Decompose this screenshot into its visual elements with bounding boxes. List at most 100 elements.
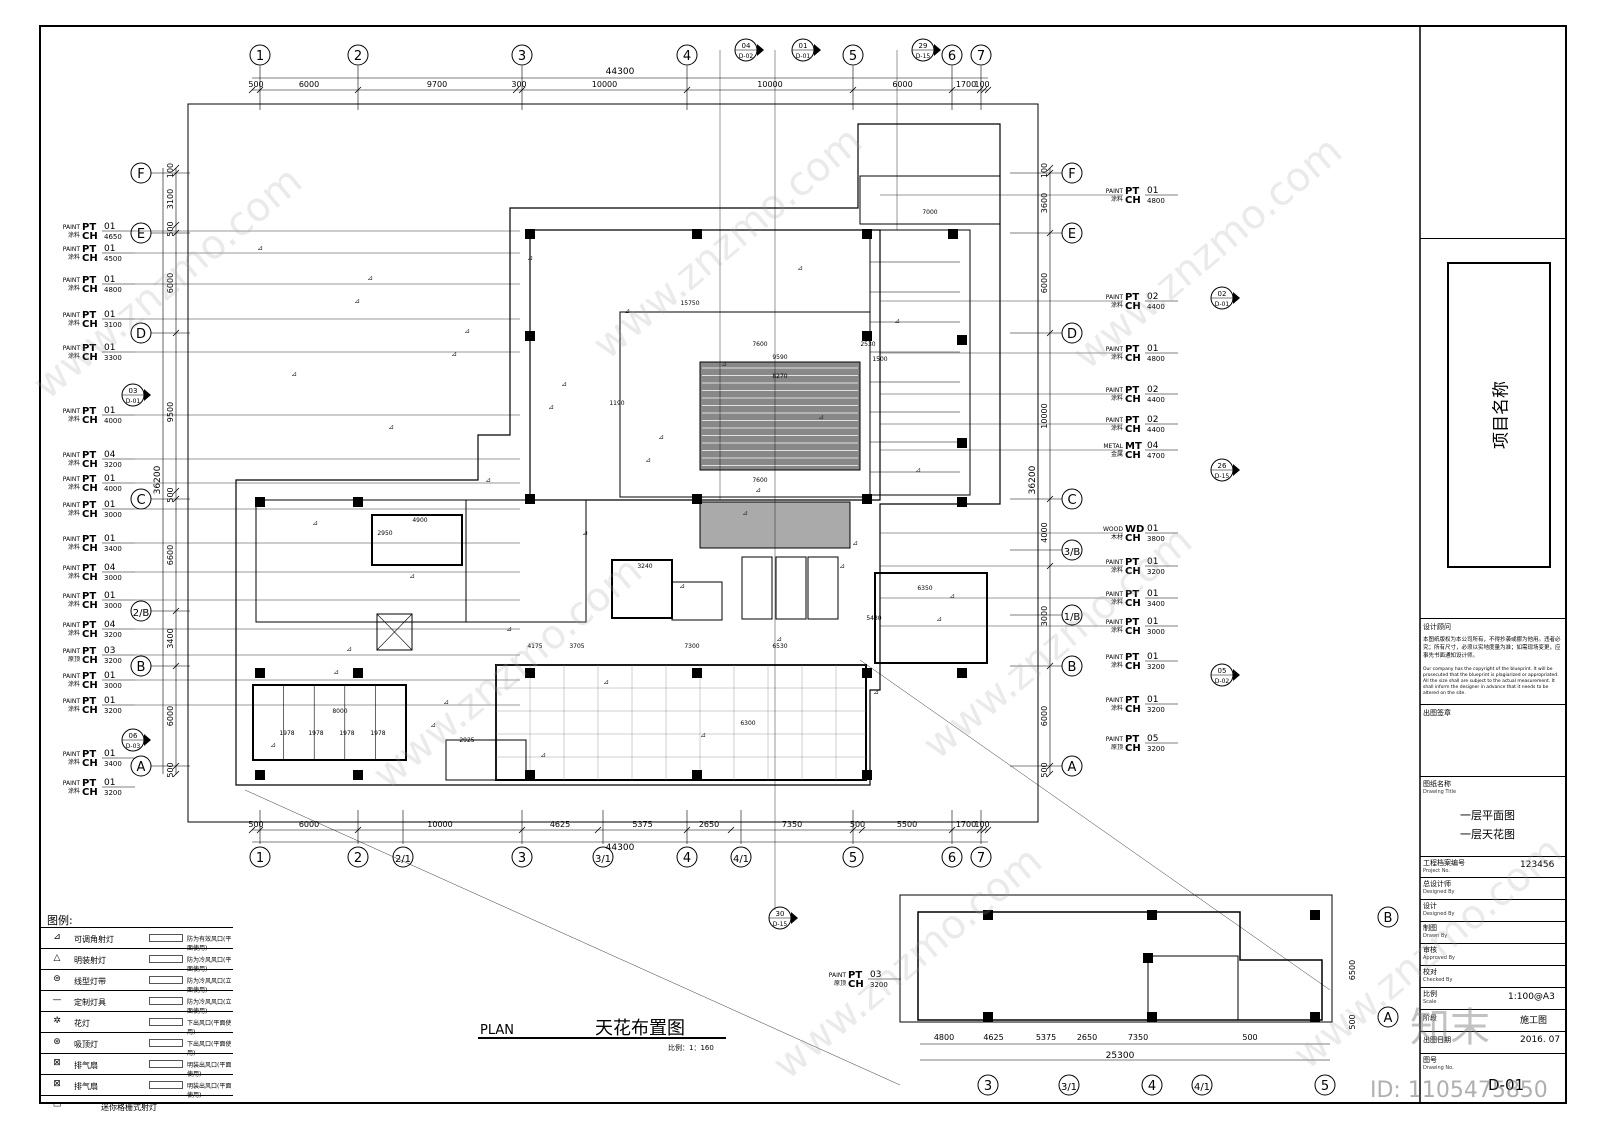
floor-plan: 1575076009590253015008270760049002950324… — [187, 103, 1039, 823]
tag-ch-label: CH — [82, 509, 98, 520]
tag-ch-label: CH — [82, 758, 98, 769]
dim-top-tick — [512, 86, 520, 94]
grid-col-label-bottom: 6 — [948, 851, 956, 866]
tag-en: PAINT — [63, 476, 81, 483]
tag-code: PT — [82, 474, 96, 485]
grid-col-bubble-top — [970, 44, 992, 66]
grid-col-label-bottom: 4 — [683, 851, 691, 866]
dim-bottom-tick — [948, 826, 956, 834]
grid-col-bubble-top — [941, 44, 963, 66]
dim-top-tick — [248, 86, 256, 94]
grid-col-label-top: 3 — [518, 49, 526, 64]
tag-ch-label: CH — [82, 459, 98, 470]
tag-code: PT — [82, 696, 96, 707]
tag-en: PAINT — [63, 246, 81, 253]
dim-bottom-tick — [354, 826, 362, 834]
tag-en: PAINT — [1106, 346, 1124, 353]
dim-bottom-label: 5500 — [897, 820, 917, 829]
tag-ch-label: CH — [1125, 626, 1141, 637]
dim-left-tick — [172, 770, 180, 778]
stage-label: 阶段 — [1423, 1014, 1437, 1022]
light-fixture-symbol: ⊿ — [603, 678, 609, 686]
grid-row-label-left: F — [137, 167, 144, 182]
grid-row-label-right: E — [1068, 227, 1076, 242]
tag-ch: 4700 — [1147, 452, 1165, 460]
tag-num: 01 — [104, 778, 115, 788]
small-room — [741, 556, 773, 620]
scale-label: 比例 — [1423, 990, 1437, 998]
tag-num: 03 — [870, 970, 881, 980]
legend-symbol-icon: ⊿ — [53, 932, 61, 942]
grid-col-bubble-bottom — [676, 846, 698, 868]
lower-col-bubble — [977, 1074, 999, 1096]
light-fixture-symbol: ⊿ — [346, 645, 352, 653]
lower-dim-label: 7350 — [1128, 1033, 1148, 1042]
tag-code: PT — [82, 310, 96, 321]
dim-left-tick — [172, 607, 180, 615]
inner-dimension: 1978 — [339, 730, 354, 737]
dim-bottom-label: 4625 — [550, 820, 570, 829]
legend-table: 图例: ⊿可调角射灯防为有效风口(平面使用)△明装射灯防为冷风风口(平面使用)⊜… — [41, 910, 233, 1112]
tag-num: 04 — [1147, 441, 1159, 451]
tag-ch-label: CH — [1125, 566, 1141, 577]
light-fixture-symbol: ⊿ — [451, 350, 457, 358]
tag-num: 01 — [104, 474, 115, 484]
section-leader — [244, 789, 901, 1086]
south-hall — [495, 664, 867, 781]
dim-top-label: 300 — [511, 80, 526, 89]
structural-column — [353, 770, 363, 780]
tag-ch: 4400 — [1147, 426, 1165, 434]
section-marker-num: 01 — [799, 42, 808, 50]
tag-code: PT — [1125, 557, 1139, 568]
light-fixture-symbol: ⊿ — [755, 486, 761, 494]
inner-dimension: 2950 — [377, 530, 392, 537]
grid-row-bubble-right — [1061, 755, 1083, 777]
drawing-title-2: 一层天花图 — [1460, 828, 1515, 841]
watermark-brand: 知末 — [1410, 1005, 1490, 1051]
light-fixture-symbol: ⊿ — [936, 615, 942, 623]
project-name-box: 项目名称 — [1447, 262, 1551, 568]
lower-col-label: 4/1 — [1194, 1082, 1210, 1093]
lower-col-bubble — [1314, 1074, 1336, 1096]
tag-en: PAINT — [1106, 559, 1124, 566]
grid-row-label-left: B — [137, 660, 146, 675]
grid-row-label-right: F — [1068, 167, 1075, 182]
tag-code: WD — [1125, 524, 1144, 535]
tag-en: PAINT — [1106, 697, 1124, 704]
grid-col-bubble-top — [842, 44, 864, 66]
tag-en: PAINT — [1106, 654, 1124, 661]
tag-num: 01 — [104, 310, 115, 320]
section-marker-arrow — [757, 44, 764, 56]
lower-row-label: A — [1384, 1011, 1393, 1026]
dim-left-label: 500 — [166, 762, 175, 777]
tag-code: PT — [82, 534, 96, 545]
inner-dimension: 9590 — [772, 354, 787, 361]
stage-value: 施工图 — [1520, 1016, 1548, 1026]
tag-ch-label: CH — [82, 543, 98, 554]
tag-ch-label: CH — [1125, 704, 1141, 715]
tag-ch: 4500 — [104, 255, 122, 263]
tag-ch: 3200 — [1147, 663, 1165, 671]
dim-bottom-total: 44300 — [606, 843, 635, 853]
lower-col-bubble — [1058, 1074, 1080, 1096]
section-marker-num: 03 — [129, 387, 138, 395]
room-c2 — [671, 581, 723, 621]
dim-left-tick — [172, 487, 180, 495]
structural-column — [692, 229, 702, 239]
tag-code: PT — [1125, 617, 1139, 628]
dim-top-tick — [984, 86, 992, 94]
dim-top-label: 6000 — [299, 80, 319, 89]
dim-top-label: 10000 — [757, 80, 782, 89]
grid-col-label-bottom: 5 — [849, 851, 857, 866]
inner-dimension: 8270 — [772, 373, 787, 380]
tag-ch-label: CH — [1125, 301, 1141, 312]
dim-top-tick — [518, 86, 526, 94]
